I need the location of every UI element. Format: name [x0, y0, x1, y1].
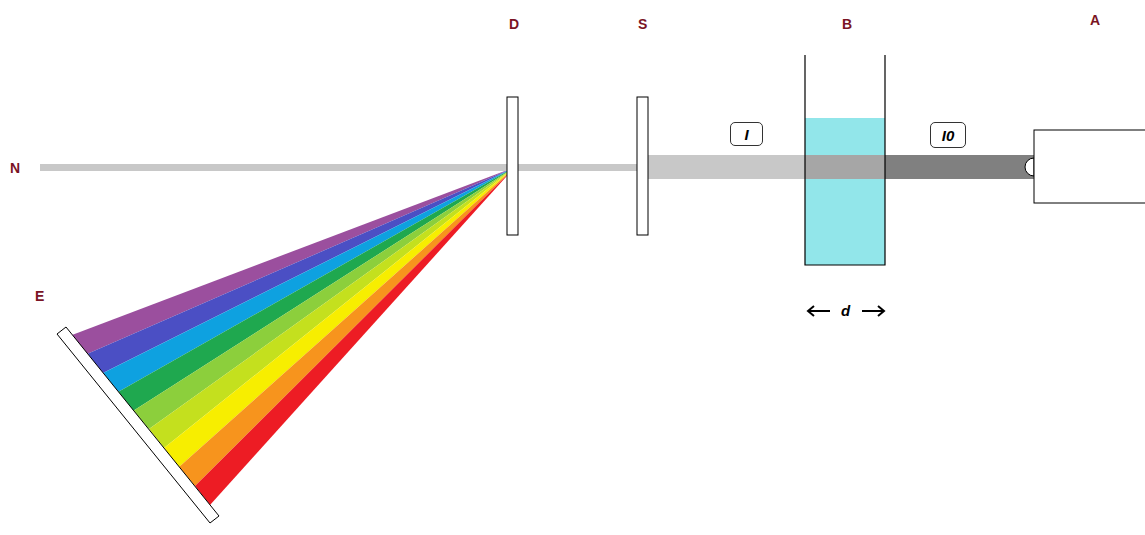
intensity-symbol: I [744, 127, 748, 142]
dispersed-spectrum [72, 167, 515, 505]
screen [57, 327, 219, 523]
slit [637, 97, 648, 235]
part-label: A [1090, 13, 1100, 27]
sample-liquid [805, 118, 885, 265]
light-beam [884, 155, 1034, 179]
light-source [1034, 130, 1145, 203]
part-label: N [10, 161, 20, 175]
diffraction-grating [507, 97, 518, 235]
part-label: E [35, 289, 44, 303]
light-beam [646, 155, 806, 179]
intensity-symbol: I0 [942, 128, 955, 143]
lamp-bulb [1025, 158, 1034, 176]
intensity-box: I [730, 122, 763, 146]
cuvette [805, 55, 885, 265]
part-label: B [842, 17, 852, 31]
light-beam [40, 164, 512, 171]
dimension-label: d [839, 303, 852, 318]
intensity-box: I0 [930, 122, 966, 148]
part-label: S [638, 17, 647, 31]
light-beam [512, 164, 640, 171]
light-beam [805, 155, 885, 179]
part-label: D [509, 17, 519, 31]
